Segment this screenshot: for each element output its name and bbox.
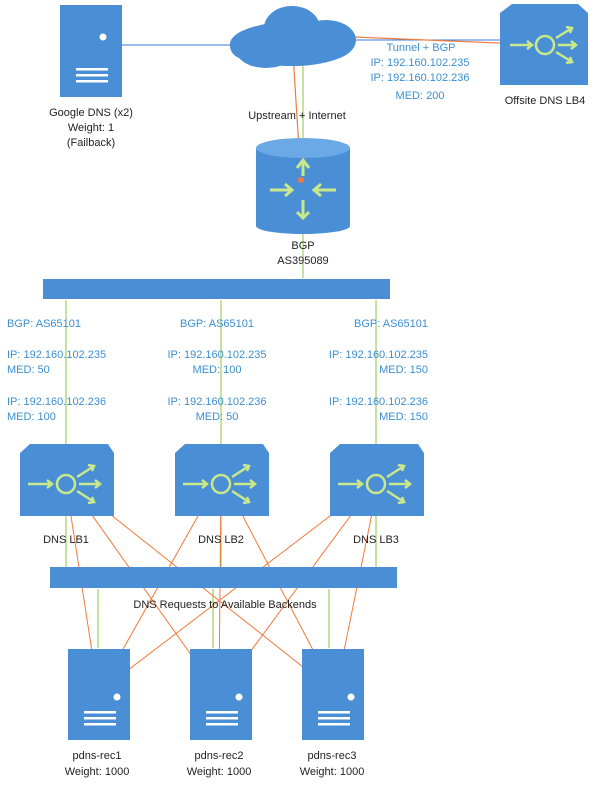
backend-bus-label: DNS Requests to Available Backends xyxy=(133,599,317,611)
router-icon xyxy=(256,138,350,234)
rec1-name: pdns-rec1 xyxy=(73,750,122,762)
lb1-med1: MED: 50 xyxy=(7,364,50,376)
backend-bus xyxy=(50,567,397,588)
server-icon xyxy=(68,649,130,740)
tunnel-ip1: IP: 192.160.102.235 xyxy=(370,57,469,69)
rec2-weight: Weight: 1000 xyxy=(187,766,252,778)
google-dns-weight: Weight: 1 xyxy=(68,122,114,134)
rec2-name: pdns-rec2 xyxy=(195,750,244,762)
internet-node: Upstream + Internet xyxy=(230,6,356,122)
cloud-icon xyxy=(230,6,356,68)
bgp-router-node: BGP AS395089 xyxy=(256,138,350,267)
lb3-ip1: IP: 192.160.102.235 xyxy=(329,349,428,361)
lb3-ip2: IP: 192.160.102.236 xyxy=(329,396,428,408)
load-balancer-icon xyxy=(20,444,114,516)
lb1-as: BGP: AS65101 xyxy=(7,318,81,330)
pdns-rec3-node: pdns-rec3 Weight: 1000 xyxy=(300,649,365,778)
lb2-ip1: IP: 192.160.102.235 xyxy=(167,349,266,361)
lb3-label: DNS LB3 xyxy=(353,534,399,546)
tunnel-title: Tunnel + BGP xyxy=(387,42,456,54)
connection-lines xyxy=(65,39,500,648)
server-icon xyxy=(190,649,252,740)
lb2-med2: MED: 50 xyxy=(196,411,239,423)
offsite-lb4-label: Offsite DNS LB4 xyxy=(505,95,586,107)
dns-lb1-node: DNS LB1 xyxy=(20,444,114,546)
bgp-as-label: AS395089 xyxy=(277,255,328,267)
internet-label: Upstream + Internet xyxy=(248,110,346,122)
lb3-med2: MED: 150 xyxy=(379,411,428,423)
rec3-weight: Weight: 1000 xyxy=(300,766,365,778)
google-dns-node: Google DNS (x2) Weight: 1 (Failback) xyxy=(49,5,133,149)
server-icon xyxy=(60,5,122,97)
dns-lb3-node: DNS LB3 xyxy=(330,444,424,546)
lb1-ip1: IP: 192.160.102.235 xyxy=(7,349,106,361)
lb1-label: DNS LB1 xyxy=(43,534,89,546)
server-icon xyxy=(302,649,364,740)
load-balancer-icon xyxy=(330,444,424,516)
lb3-med1: MED: 150 xyxy=(379,364,428,376)
lb-column-2-info: BGP: AS65101 IP: 192.160.102.235 MED: 10… xyxy=(167,318,266,423)
lb-column-3-info: BGP: AS65101 IP: 192.160.102.235 MED: 15… xyxy=(329,318,428,423)
offsite-lb4-node: Offsite DNS LB4 xyxy=(500,4,588,107)
tunnel-ip2: IP: 192.160.102.236 xyxy=(370,72,469,84)
lb1-med2: MED: 100 xyxy=(7,411,56,423)
google-dns-label: Google DNS (x2) xyxy=(49,107,133,119)
google-dns-failback: (Failback) xyxy=(67,137,115,149)
lb3-as: BGP: AS65101 xyxy=(354,318,428,330)
pdns-rec1-node: pdns-rec1 Weight: 1000 xyxy=(65,649,130,778)
dns-lb2-node: DNS LB2 xyxy=(175,444,269,546)
tunnel-med: MED: 200 xyxy=(396,90,445,102)
tunnel-info: Tunnel + BGP IP: 192.160.102.235 IP: 192… xyxy=(370,42,469,102)
rec1-weight: Weight: 1000 xyxy=(65,766,130,778)
lb2-as: BGP: AS65101 xyxy=(180,318,254,330)
lb1-ip2: IP: 192.160.102.236 xyxy=(7,396,106,408)
lb2-ip2: IP: 192.160.102.236 xyxy=(167,396,266,408)
bgp-label: BGP xyxy=(291,240,314,252)
lb2-label: DNS LB2 xyxy=(198,534,244,546)
pdns-rec2-node: pdns-rec2 Weight: 1000 xyxy=(187,649,252,778)
rec3-name: pdns-rec3 xyxy=(308,750,357,762)
lb2-med1: MED: 100 xyxy=(193,364,242,376)
load-balancer-icon xyxy=(175,444,269,516)
bgp-bus xyxy=(43,279,390,299)
lb-column-1-info: BGP: AS65101 IP: 192.160.102.235 MED: 50… xyxy=(7,318,106,423)
load-balancer-icon xyxy=(500,4,588,85)
